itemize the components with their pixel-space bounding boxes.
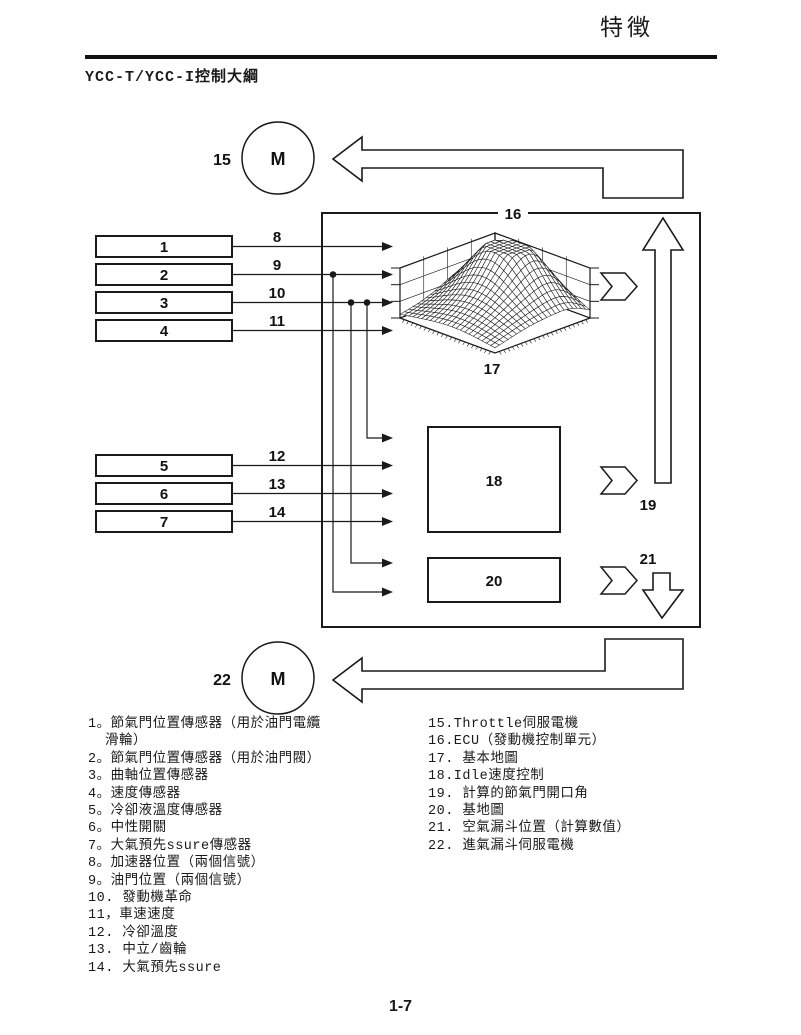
- sensor-box-5-label: 5: [160, 458, 168, 475]
- legend-item: 18.Idle速度控制: [428, 769, 545, 785]
- page-number: 1-7: [388, 998, 413, 1015]
- signal-13-label: 13: [269, 476, 286, 493]
- chevron-idle-output: [599, 466, 639, 495]
- legend-item: 13. 中立/齒輪: [88, 943, 188, 959]
- signal-11-label: 11: [269, 313, 285, 330]
- sensor-boxes: [95, 235, 233, 533]
- section-title: YCC-T/YCC-I控制大綱: [85, 69, 260, 86]
- chevron-basemap-output: [599, 566, 639, 595]
- header-rule: [85, 55, 717, 59]
- legend-item: 21. 空氣漏斗位置（計算數值）: [428, 821, 631, 837]
- chevron-connectors: [599, 272, 639, 595]
- signal-9-label: 9: [273, 257, 281, 274]
- signal-14-label: 14: [269, 504, 286, 521]
- control-diagram: 16 M 15 M 22 1 2 3 4 5 6 7: [95, 121, 701, 715]
- funnel-servo-motor-number: 22: [213, 672, 231, 689]
- funnel-position-down-arrow: [641, 572, 685, 620]
- page-header-title: 特徴: [600, 15, 654, 41]
- down-arrow-label: 21: [640, 551, 657, 568]
- throttle-servo-motor-number: 15: [213, 152, 231, 169]
- legend-item: 9。油門位置（兩個信號）: [88, 873, 251, 889]
- legend-item: 6。中性開關: [88, 821, 167, 837]
- base-map-3d-surface: [391, 232, 599, 355]
- base-map-box-label: 20: [486, 573, 503, 590]
- signal-arrowheads: [382, 242, 393, 597]
- legend-item: 11，車速速度: [88, 908, 176, 924]
- signal-10-label: 10: [269, 285, 286, 302]
- throttle-servo-motor-symbol: [241, 121, 315, 195]
- legend-item: 8。加速器位置（兩個信號）: [88, 856, 265, 872]
- sensor-box-4-label: 4: [160, 323, 169, 340]
- sensor-box-3-label: 3: [160, 295, 168, 312]
- ecu-label-bg: [498, 204, 528, 222]
- idle-speed-box-label: 18: [486, 473, 503, 490]
- legend-item: 1。節氣門位置傳感器（用於油門電纜 滑輪）: [88, 717, 321, 750]
- chevron-map-output: [599, 272, 639, 301]
- legend-item: 10. 發動機革命: [88, 891, 193, 907]
- sensor-box-2-label: 2: [160, 267, 168, 284]
- legend-item: 17. 基本地圖: [428, 751, 519, 767]
- legend-item: 2。節氣門位置傳感器（用於油門閥）: [88, 751, 321, 767]
- legend-left-list: 1。節氣門位置傳感器（用於油門電纜 滑輪） 2。節氣門位置傳感器（用於油門閥） …: [88, 716, 340, 977]
- signal-lines: [232, 245, 382, 593]
- signal-12-label: 12: [269, 448, 286, 465]
- arrow-to-throttle-motor: [331, 135, 684, 199]
- funnel-servo-motor-symbol: [241, 641, 315, 715]
- base-map-label: 17: [484, 361, 501, 378]
- sensor-box-7-label: 7: [160, 514, 168, 531]
- ecu-label: 16: [505, 206, 522, 223]
- legend-right-list: 15.Throttle伺服電機 16.ECU（發動機控制單元） 17. 基本地圖…: [428, 716, 738, 855]
- legend-left-column: 1。節氣門位置傳感器（用於油門電纜 滑輪） 2。節氣門位置傳感器（用於油門閥） …: [88, 716, 340, 977]
- signal-8-label: 8: [273, 229, 281, 246]
- throttle-servo-motor-letter: M: [271, 149, 286, 169]
- legend-item: 20. 基地圖: [428, 804, 505, 820]
- legend-item: 7。大氣預先ssure傳感器: [88, 838, 252, 854]
- legend-item: 3。曲軸位置傳感器: [88, 769, 209, 785]
- arrow-to-funnel-motor: [331, 638, 684, 704]
- legend-item: 14. 大氣預先ssure: [88, 960, 222, 976]
- sensor-box-6-label: 6: [160, 486, 168, 503]
- legend-item: 12. 冷卻溫度: [88, 925, 179, 941]
- legend-item: 4。速度傳感器: [88, 786, 181, 802]
- legend-item: 5。冷卻液溫度傳感器: [88, 804, 223, 820]
- idle-speed-box: [427, 426, 561, 533]
- throttle-angle-up-arrow: [641, 216, 685, 484]
- legend-item: 22. 進氣漏斗伺服電機: [428, 838, 575, 854]
- legend-item: 19. 計算的節氣門開口角: [428, 786, 589, 802]
- sensor-box-1-label: 1: [160, 239, 168, 256]
- base-map-box: [427, 557, 561, 603]
- junction-dots: [329, 271, 371, 306]
- up-arrow-label: 19: [640, 497, 657, 514]
- legend-right-column: 15.Throttle伺服電機 16.ECU（發動機控制單元） 17. 基本地圖…: [428, 716, 738, 855]
- legend-item: 16.ECU（發動機控制單元）: [428, 734, 606, 750]
- funnel-servo-motor-letter: M: [271, 669, 286, 689]
- legend-item: 15.Throttle伺服電機: [428, 717, 579, 732]
